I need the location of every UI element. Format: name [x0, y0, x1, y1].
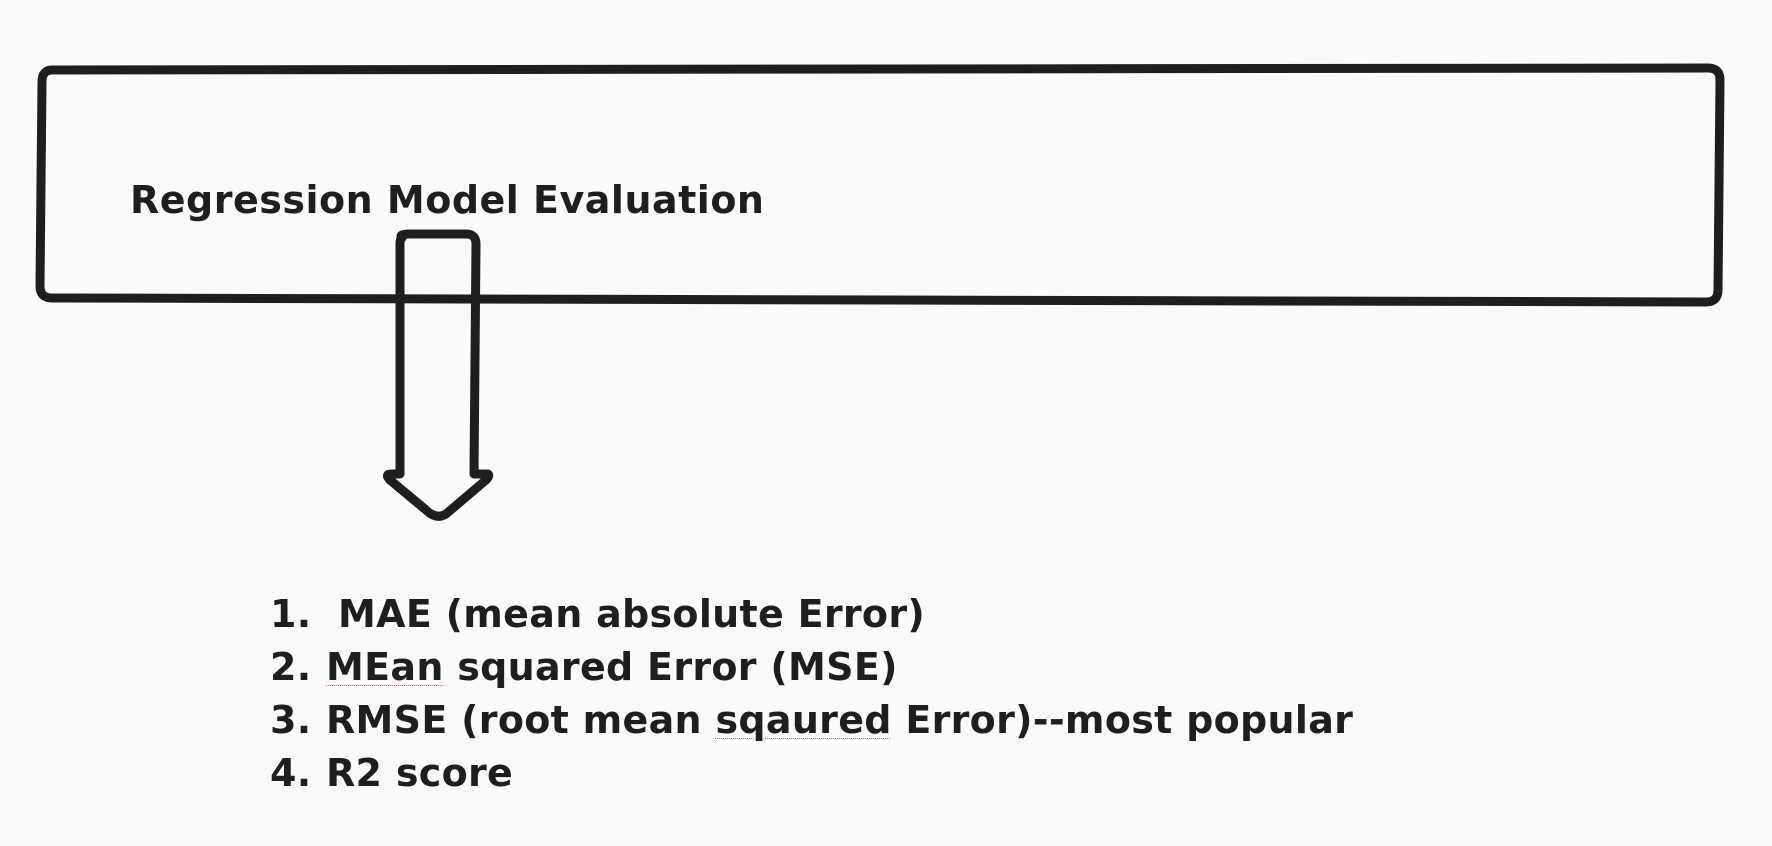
- misspelled-word: sqaured: [715, 698, 892, 742]
- list-item-number: 4.: [270, 751, 312, 795]
- list-item-number: 1.: [270, 592, 312, 636]
- down-arrow-icon: [382, 229, 494, 521]
- diagram-title: Regression Model Evaluation: [130, 178, 765, 222]
- list-item-text-prefix: RMSE (root mean: [326, 698, 716, 742]
- list-item-mae: 1. MAE (mean absolute Error): [270, 588, 1353, 641]
- list-item-text: Error)--most popular: [891, 698, 1354, 742]
- list-item-number: 3.: [270, 698, 312, 742]
- list-item-mse: 2. MEan squared Error (MSE): [270, 641, 1353, 694]
- misspelled-word: MEan: [326, 645, 444, 689]
- list-item-r2: 4. R2 score: [270, 747, 1353, 800]
- list-item-text: R2 score: [326, 751, 514, 795]
- metric-list: 1. MAE (mean absolute Error) 2. MEan squar…: [270, 588, 1353, 800]
- list-item-number: 2.: [270, 645, 312, 689]
- list-item-text: MAE (mean absolute Error): [338, 592, 926, 636]
- title-box[interactable]: [35, 63, 1725, 307]
- list-item-rmse: 3. RMSE (root mean sqaured Error)--most p…: [270, 694, 1353, 747]
- list-item-text: squared Error (MSE): [443, 645, 898, 689]
